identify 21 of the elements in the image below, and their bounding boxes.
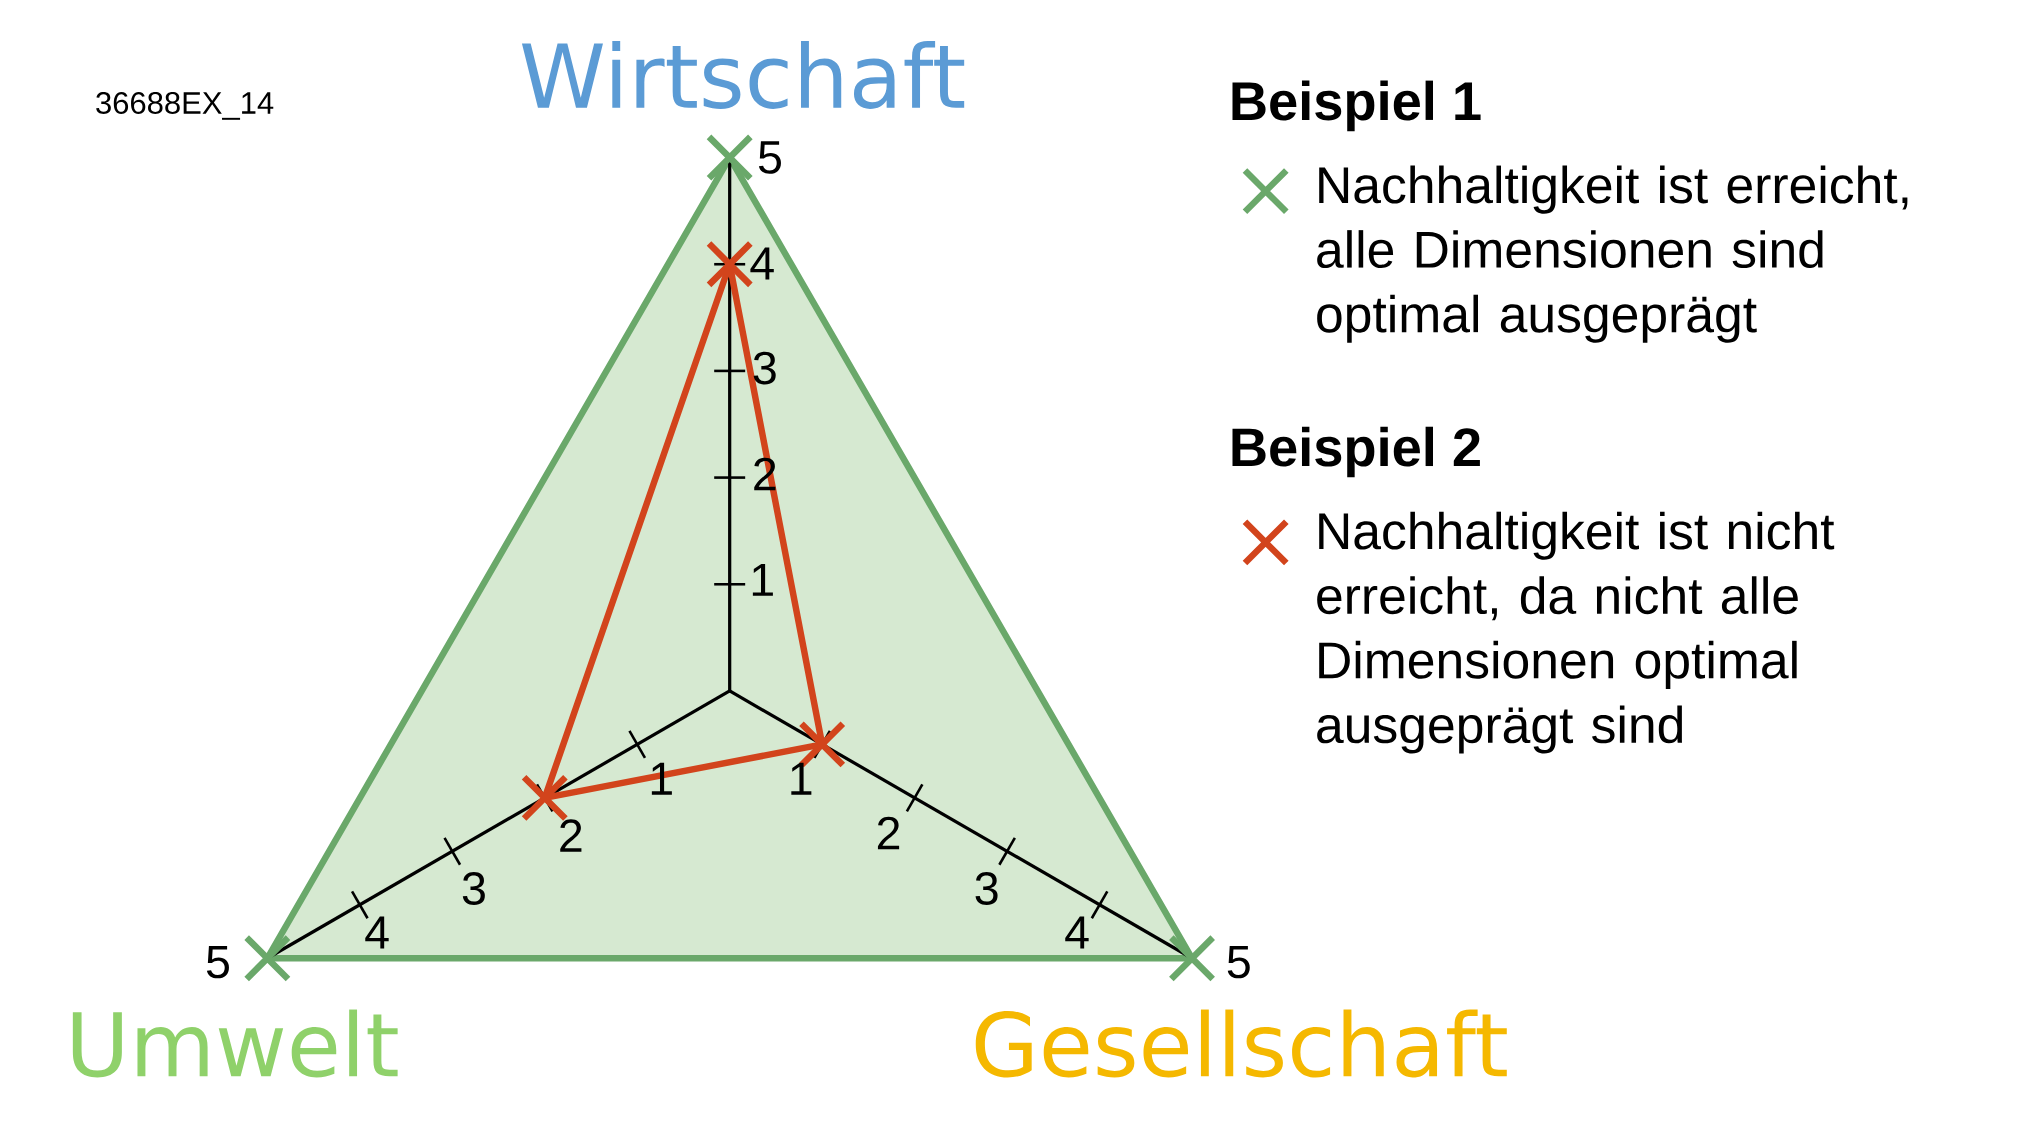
tick-label: 4 bbox=[1065, 916, 1089, 949]
tick-label: 2 bbox=[877, 817, 900, 850]
axis-title: Gesellschaft bbox=[975, 1009, 1507, 1078]
tick-label: 1 bbox=[752, 564, 773, 597]
tick-label: 1 bbox=[791, 763, 812, 795]
axis-title: Umwelt bbox=[72, 1009, 398, 1078]
tick-label: 4 bbox=[750, 247, 774, 280]
image-code: 36688EX_14 bbox=[96, 92, 274, 121]
tick-label: 5 bbox=[206, 946, 229, 979]
tick-label: 4 bbox=[365, 916, 389, 949]
tick-label: 2 bbox=[560, 819, 582, 853]
legend-heading: Beispiel 2 bbox=[1232, 426, 1480, 478]
tick-label: 3 bbox=[753, 351, 776, 385]
axis-title: Wirtschaft bbox=[521, 41, 965, 110]
tick-label: 3 bbox=[462, 872, 485, 906]
tick-label: 5 bbox=[758, 141, 781, 174]
legend-text: Nachhaltigkeit ist nicht erreicht, da nicht alle Dimensionen optimal ausgeprägt sind bbox=[1317, 511, 1835, 754]
tick-label: 5 bbox=[1227, 946, 1250, 979]
legend-text: Nachhaltigkeit ist erreicht, alle Dimensionen sind optimal ausgeprägt bbox=[1317, 165, 1908, 344]
tick-label: 3 bbox=[975, 872, 998, 906]
legend-heading: Beispiel 1 bbox=[1232, 80, 1481, 132]
